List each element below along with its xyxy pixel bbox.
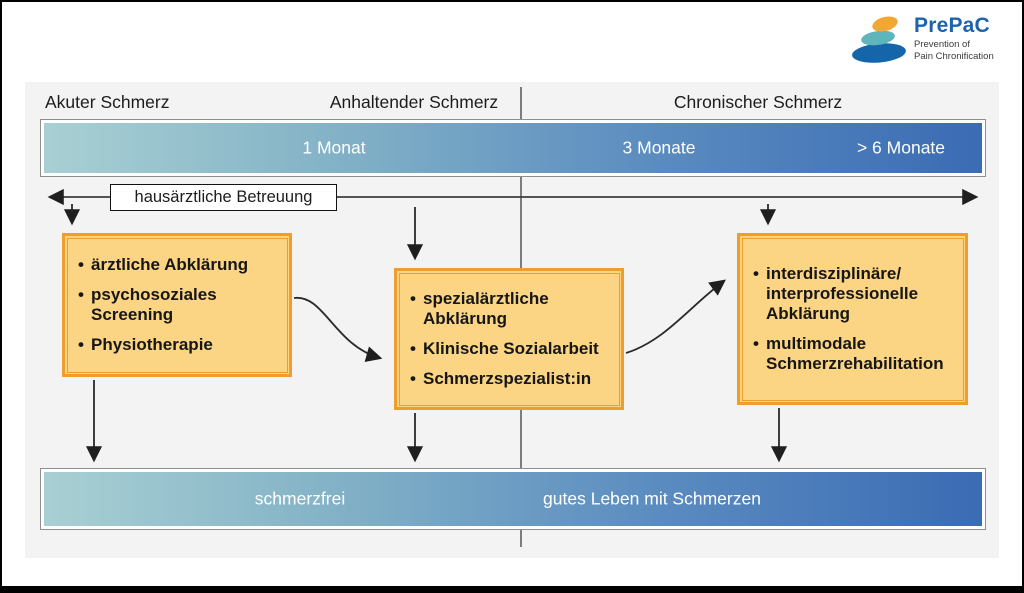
stone-cairn-icon	[852, 16, 906, 63]
list-item: psychosoziales Screening	[78, 285, 279, 325]
treatment-box-persistent: spezialärztliche Abklärung Klinische Soz…	[394, 268, 624, 410]
outcome-label-painfree: schmerzfrei	[254, 488, 346, 509]
logo-subtitle: Prevention of Pain Chronification	[914, 39, 994, 62]
phase-header-persistent: Anhaltender Schmerz	[329, 92, 499, 112]
list-item: ärztliche Abklärung	[78, 255, 279, 275]
phase-header-chronic: Chronischer Schmerz	[673, 92, 843, 112]
list-item: multimodale Schmerzrehabilitation	[753, 334, 955, 374]
gp-care-label: hausärztliche Betreuung	[110, 184, 337, 211]
phase-header-acute: Akuter Schmerz	[45, 92, 170, 112]
logo-title: PrePaC	[914, 14, 990, 37]
timeline-label-3-months: 3 Monate	[622, 137, 696, 158]
list-item: Klinische Sozialarbeit	[410, 339, 611, 359]
timeline-label-1-month: 1 Monat	[302, 137, 366, 158]
timeline-label-6-months: > 6 Monate	[856, 137, 946, 158]
outcome-bar: schmerzfrei gutes Leben mit Schmerzen	[40, 468, 986, 530]
list-item: spezialärztliche Abklärung	[410, 289, 611, 329]
list-item: Physiotherapie	[78, 335, 279, 355]
list-item: Schmerzspezialist:in	[410, 369, 611, 389]
treatment-box-chronic: interdisziplinäre/ interprofessionelle A…	[737, 233, 968, 405]
prepac-logo: PrePaC Prevention of Pain Chronification	[851, 14, 994, 63]
treatment-box-acute: ärztliche Abklärung psychosoziales Scree…	[62, 233, 292, 377]
treatment-list: spezialärztliche Abklärung Klinische Soz…	[410, 289, 611, 389]
treatment-list: interdisziplinäre/ interprofessionelle A…	[753, 264, 955, 374]
timeline-bar: 1 Monat 3 Monate > 6 Monate	[40, 119, 986, 177]
list-item: interdisziplinäre/ interprofessionelle A…	[753, 264, 955, 324]
outcome-label-good-life: gutes Leben mit Schmerzen	[543, 488, 761, 509]
treatment-list: ärztliche Abklärung psychosoziales Scree…	[78, 255, 279, 355]
